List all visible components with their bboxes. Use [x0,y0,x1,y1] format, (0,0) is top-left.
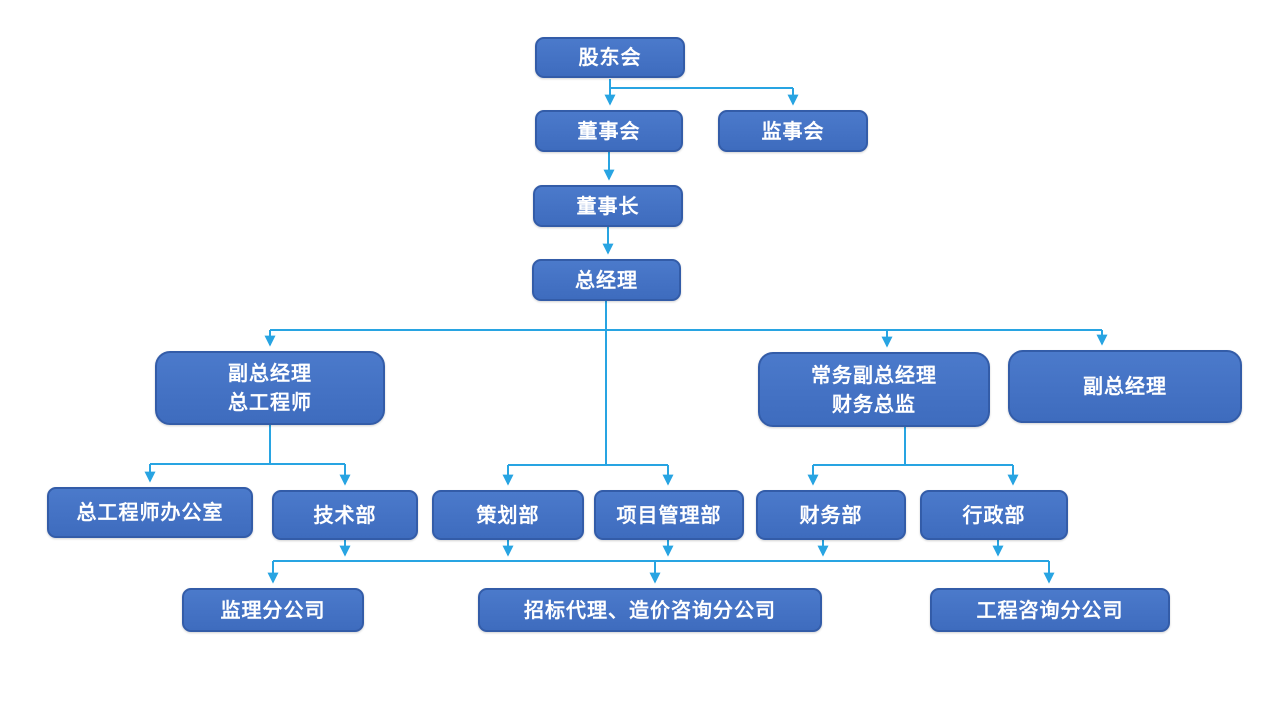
org-node-label: 策划部 [476,502,540,527]
org-node-label: 工程咨询分公司 [976,597,1124,622]
org-node-exec-deputy-gm-finance-director[interactable]: 常务副总经理 财务总监 [758,352,990,427]
org-node-board-of-directors[interactable]: 董事会 [535,110,683,152]
org-node-label: 总经理 [575,267,638,292]
org-node-label: 副总经理 [228,361,312,385]
org-node-label: 财务总监 [832,391,916,416]
org-node-label: 行政部 [962,502,1026,527]
org-node-shareholders-meeting[interactable]: 股东会 [535,37,685,78]
org-node-deputy-gm-chief-engineer[interactable]: 副总经理 总工程师 [155,351,385,425]
org-node-label: 监理分公司 [220,597,326,622]
org-node-finance-dept[interactable]: 财务部 [756,490,906,540]
org-node-administration-dept[interactable]: 行政部 [920,490,1068,540]
org-node-label: 总工程师办公室 [76,500,224,524]
org-node-label: 技术部 [313,502,377,527]
org-node-label: 副总经理 [1083,374,1167,398]
org-node-label: 常务副总经理 [811,362,937,387]
org-node-label: 招标代理、造价咨询分公司 [524,597,776,622]
org-node-engineering-consulting-branch[interactable]: 工程咨询分公司 [930,588,1170,632]
org-node-supervisory-board[interactable]: 监事会 [718,110,868,152]
org-node-chairman[interactable]: 董事长 [533,185,683,227]
org-node-chief-engineer-office[interactable]: 总工程师办公室 [47,487,253,538]
org-node-label: 项目管理部 [616,502,722,527]
org-node-planning-dept[interactable]: 策划部 [432,490,584,540]
org-node-label: 监事会 [761,118,825,143]
org-node-bidding-agency-cost-consulting-branch[interactable]: 招标代理、造价咨询分公司 [478,588,822,632]
org-node-label: 股东会 [578,45,642,69]
org-node-label: 董事会 [577,118,641,143]
org-node-label: 总工程师 [228,390,312,414]
org-node-general-manager[interactable]: 总经理 [532,259,681,301]
org-node-label: 财务部 [799,502,863,527]
org-node-deputy-general-manager[interactable]: 副总经理 [1008,350,1242,423]
org-node-label: 董事长 [576,193,640,218]
org-node-technology-dept[interactable]: 技术部 [272,490,418,540]
org-node-project-management-dept[interactable]: 项目管理部 [594,490,744,540]
org-node-supervision-branch[interactable]: 监理分公司 [182,588,364,632]
